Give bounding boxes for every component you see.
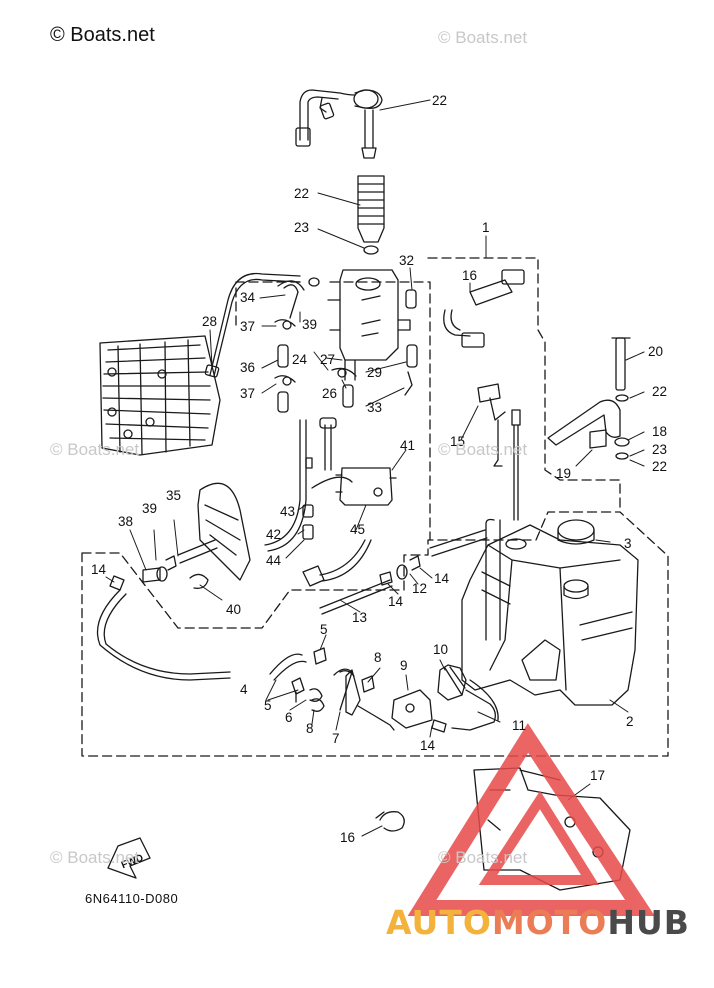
brand-part-3: HUB xyxy=(607,903,690,942)
fuel-pump-group-dashed xyxy=(427,257,621,513)
callout-16: 16 xyxy=(462,268,477,283)
filter-element xyxy=(357,175,385,243)
callout-14c: 14 xyxy=(388,594,404,609)
callout-44: 44 xyxy=(266,553,282,568)
brand-logo-text: AUTOMOTOHUB xyxy=(386,903,690,942)
callout-23: 23 xyxy=(652,442,667,457)
watermark-top: © Boats.net xyxy=(438,28,528,47)
callout-17: 16 xyxy=(340,830,355,845)
fuel-hose-13 xyxy=(96,589,231,681)
callout-12: 12 xyxy=(412,581,427,596)
callout-30: 28 xyxy=(202,314,217,329)
callout-2: 2 xyxy=(626,714,634,729)
watermark-bottom-right: © Boats.net xyxy=(438,848,528,867)
logo-mark xyxy=(407,723,655,916)
callout-8b: 8 xyxy=(306,721,314,736)
callout-6: 6 xyxy=(285,710,293,725)
hose-30 xyxy=(209,272,301,377)
callout-40: 40 xyxy=(226,602,241,617)
callout-1: 1 xyxy=(482,220,490,235)
callout-42: 42 xyxy=(266,527,281,542)
callout-36: 36 xyxy=(240,360,255,375)
watermark-mid-right: © Boats.net xyxy=(438,440,528,459)
brand-part-1: AUTO xyxy=(386,903,492,942)
vapor-separator xyxy=(327,269,411,381)
diagram-code: 6N64110-D080 xyxy=(85,891,179,906)
callout-22a: 22 xyxy=(652,384,667,399)
o-ring xyxy=(363,245,379,255)
callout-9: 9 xyxy=(400,658,408,673)
callout-14b: 14 xyxy=(434,571,450,586)
callout-11: 11 xyxy=(512,718,526,733)
watermark-mid-left: © Boats.net xyxy=(50,440,140,459)
callout-34: 34 xyxy=(240,290,256,305)
callout-31: 29 xyxy=(367,365,382,380)
tank-bracket xyxy=(547,337,631,460)
callout-28: 22 xyxy=(294,186,309,201)
small-hoses-4-8 xyxy=(269,647,375,712)
hose-45 xyxy=(319,539,372,582)
callout-14d: 14 xyxy=(420,738,436,753)
copyright-label: © Boats.net xyxy=(50,24,155,46)
callout-8a: 8 xyxy=(374,650,382,665)
callout-14a: 14 xyxy=(91,562,107,577)
callout-29: 23 xyxy=(294,220,309,235)
callout-25: 26 xyxy=(322,386,337,401)
callout-18: 17 xyxy=(590,768,605,783)
callout-19: 18 xyxy=(652,424,667,439)
connectors-12-14 xyxy=(379,529,488,586)
fuel-tank xyxy=(461,518,639,706)
separator-fittings xyxy=(274,277,418,413)
callout-13: 13 xyxy=(352,610,367,625)
group-boundary-dashed xyxy=(81,511,669,757)
callout-41: 41 xyxy=(400,438,415,453)
engine-block xyxy=(99,335,251,581)
fuel-pump-assembly xyxy=(345,664,499,733)
callout-24: 24 xyxy=(292,352,308,367)
fuel-filter-41 xyxy=(302,417,397,540)
callout-32: 32 xyxy=(399,253,414,268)
callout-21: 20 xyxy=(648,344,663,359)
callout-15: 15 xyxy=(450,434,465,449)
callout-38: 38 xyxy=(118,514,133,529)
callout-37a: 37 xyxy=(240,319,255,334)
watermark-bottom-left: © Boats.net xyxy=(50,848,140,867)
callout-27: 22 xyxy=(432,93,447,108)
callout-37b: 37 xyxy=(240,386,255,401)
callout-7: 7 xyxy=(332,731,340,746)
callout-35: 35 xyxy=(166,488,181,503)
callout-numbers: 22 22 23 1 32 16 34 28 39 37 20 27 24 36… xyxy=(91,93,667,845)
callout-5b: 5 xyxy=(264,698,272,713)
sender-15-16 xyxy=(443,269,527,550)
callout-39b: 39 xyxy=(142,501,157,516)
callout-5a: 5 xyxy=(320,622,328,637)
callout-22b: 22 xyxy=(652,459,667,474)
callout-45: 45 xyxy=(350,522,365,537)
callout-43: 43 xyxy=(280,504,295,519)
brand-part-2: MOTO xyxy=(491,903,608,942)
callout-10: 10 xyxy=(433,642,448,657)
fwd-arrow-icon xyxy=(107,837,151,879)
separator-group-dashed xyxy=(235,281,431,541)
fittings-left xyxy=(109,539,218,591)
hose-to-separator xyxy=(264,419,307,552)
callout-20: 19 xyxy=(556,466,571,481)
callout-4: 4 xyxy=(240,682,248,697)
callout-26: 27 xyxy=(320,352,335,367)
wiring-harness xyxy=(295,89,383,159)
callout-33: 33 xyxy=(367,400,382,415)
callout-3: 3 xyxy=(624,536,632,551)
hose-clip-17 xyxy=(379,811,405,832)
callout-39a: 39 xyxy=(302,317,317,332)
